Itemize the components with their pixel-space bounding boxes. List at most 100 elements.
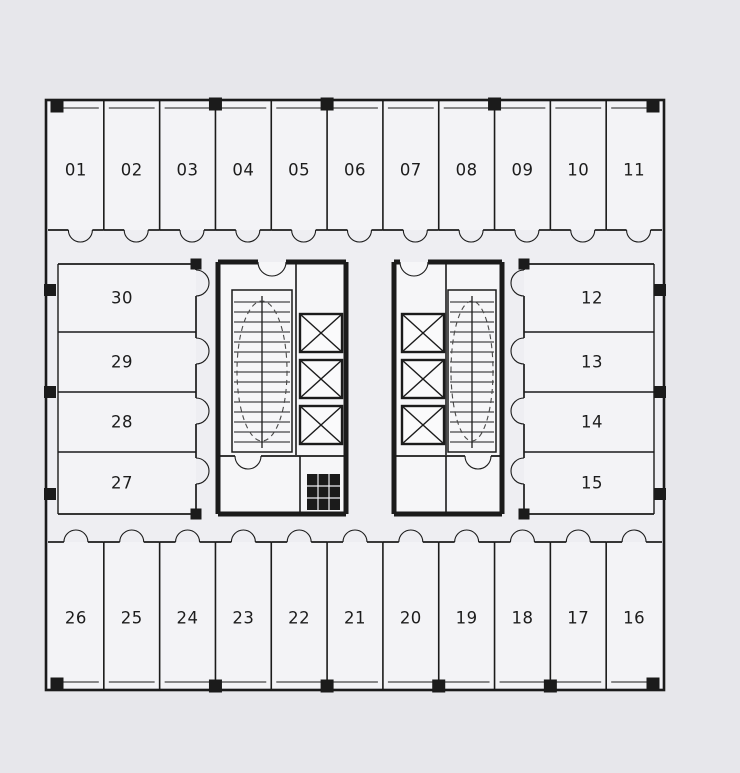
left-wing-corridor-door-arc <box>195 457 210 485</box>
room-number-label: 07 <box>400 161 422 180</box>
top-corridor-door-arc <box>123 229 149 243</box>
room-number-label: 11 <box>623 161 645 180</box>
room-number-label: 26 <box>65 609 87 628</box>
room-number-label: 14 <box>581 413 603 432</box>
room-number-label: 28 <box>111 413 133 432</box>
bottom-corridor-door-arc <box>342 529 368 543</box>
left-wing-corridor-door-arc <box>195 397 210 425</box>
room-number-label: 15 <box>581 474 603 493</box>
left-core-top-door-arc <box>257 261 287 277</box>
room-number-label: 21 <box>344 609 366 628</box>
top-room-band <box>48 102 662 230</box>
room-number-label: 09 <box>511 161 533 180</box>
right-core-lower-door-arc <box>464 455 492 470</box>
structural-column <box>320 97 334 111</box>
structural-column <box>320 679 334 693</box>
bottom-corridor-door-arc <box>230 529 256 543</box>
top-corridor-door-arc <box>67 229 93 243</box>
bottom-corridor-door-arc <box>509 529 536 543</box>
room-number-label: 27 <box>111 474 133 493</box>
room-number-label: 24 <box>177 609 199 628</box>
room-number-label: 16 <box>623 609 645 628</box>
structural-column <box>432 679 446 693</box>
structural-column <box>646 99 660 113</box>
room-number-label: 10 <box>567 161 589 180</box>
bottom-corridor-door-arc <box>174 529 201 543</box>
bottom-corridor-door-arc <box>119 529 145 543</box>
room-number-label: 17 <box>567 609 589 628</box>
room-number-label: 23 <box>232 609 254 628</box>
room-number-label: 25 <box>121 609 143 628</box>
top-corridor-door-arc <box>402 229 428 243</box>
room-number-label: 19 <box>456 609 478 628</box>
room-number-label: 06 <box>344 161 366 180</box>
top-corridor-door-arc <box>458 229 484 243</box>
elevator-x-mark <box>299 405 343 445</box>
structural-column <box>190 508 202 520</box>
top-corridor-door-arc <box>179 229 205 243</box>
bottom-corridor-door-arc <box>63 529 89 543</box>
left-core-lower-door-arc <box>234 455 262 470</box>
structural-column <box>44 488 56 500</box>
shaft-fixture <box>307 474 340 510</box>
bottom-corridor-door-arc <box>565 529 591 543</box>
left-wing-corridor-door-arc <box>195 269 210 297</box>
elevator-x-mark <box>299 359 343 399</box>
structural-column <box>208 679 222 693</box>
room-number-label: 01 <box>65 161 87 180</box>
left-wing-corridor-door-arc <box>195 337 210 365</box>
structural-column <box>518 258 530 270</box>
stair-walk-line <box>236 300 288 442</box>
right-core-top-door-arc <box>399 261 429 277</box>
stair-enclosure <box>447 289 497 453</box>
left-core-floor <box>218 262 346 514</box>
right-wing-corridor-door-arc <box>510 337 525 365</box>
bottom-corridor-door-arc <box>621 529 647 543</box>
elevator-x-mark <box>401 405 445 445</box>
room-number-label: 20 <box>400 609 422 628</box>
bottom-corridor-door-arc <box>398 529 424 543</box>
structural-column <box>44 284 56 296</box>
room-number-label: 02 <box>121 161 143 180</box>
structural-column <box>654 386 666 398</box>
structural-column <box>646 677 660 691</box>
room-number-label: 03 <box>177 161 199 180</box>
structural-column <box>543 679 557 693</box>
bottom-corridor-door-arc <box>286 529 312 543</box>
top-corridor-door-arc <box>626 229 652 243</box>
room-number-label: 08 <box>456 161 478 180</box>
room-number-label: 04 <box>232 161 254 180</box>
structural-column <box>50 99 64 113</box>
structural-column <box>654 284 666 296</box>
bottom-corridor-door-arc <box>454 529 480 543</box>
right-wing-corridor-door-arc <box>510 269 525 297</box>
right-wing-corridor-door-arc <box>510 397 525 425</box>
room-number-label: 13 <box>581 353 603 372</box>
room-number-label: 18 <box>511 609 533 628</box>
elevator-x-mark <box>401 359 445 399</box>
structural-column <box>190 258 202 270</box>
left-wing-band <box>58 264 196 514</box>
elevator-x-mark <box>299 313 343 353</box>
bottom-room-band <box>48 542 662 688</box>
room-number-label: 22 <box>288 609 310 628</box>
top-corridor-door-arc <box>346 229 373 243</box>
top-corridor-door-arc <box>514 229 540 243</box>
structural-column <box>50 677 64 691</box>
structural-column <box>44 386 56 398</box>
room-number-label: 12 <box>581 289 603 308</box>
stair-enclosure <box>231 289 293 453</box>
right-wing-corridor-door-arc <box>510 457 525 485</box>
top-corridor-door-arc <box>235 229 261 243</box>
structural-column <box>654 488 666 500</box>
room-number-label: 05 <box>288 161 310 180</box>
room-number-label: 30 <box>111 289 133 308</box>
structural-column <box>518 508 530 520</box>
top-corridor-door-arc <box>291 229 317 243</box>
structural-column <box>488 97 502 111</box>
right-wing-band <box>524 264 654 514</box>
top-corridor-door-arc <box>570 229 596 243</box>
elevator-x-mark <box>401 313 445 353</box>
